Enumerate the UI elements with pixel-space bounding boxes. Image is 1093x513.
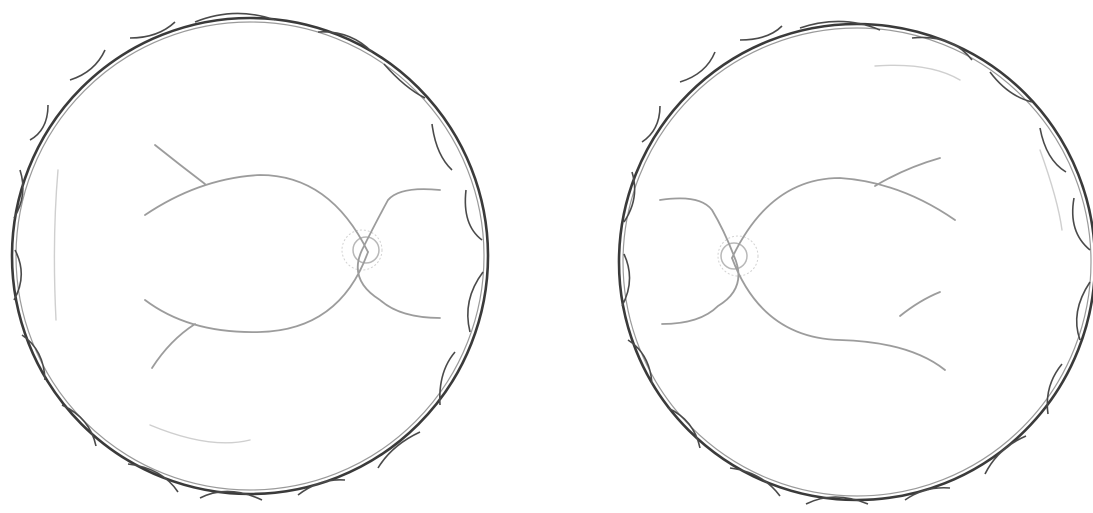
left-vessels bbox=[145, 145, 440, 368]
left-fundus-outline bbox=[12, 18, 488, 494]
right-vessels bbox=[660, 158, 955, 370]
fundus-panel-right bbox=[619, 21, 1093, 504]
fundus-panel-left bbox=[12, 13, 488, 500]
